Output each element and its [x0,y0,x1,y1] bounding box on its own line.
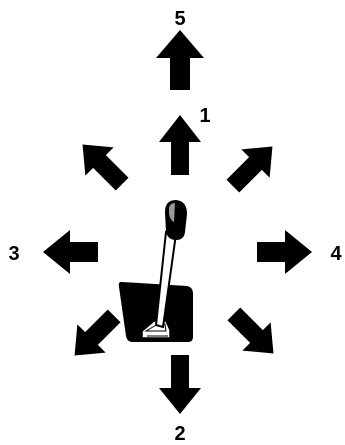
arrow-up-right [226,146,273,193]
label-5: 5 [174,8,185,30]
label-2: 2 [174,423,185,445]
label-1: 1 [199,105,210,127]
label-4: 4 [330,243,342,265]
joystick-base [118,281,193,342]
label-3: 3 [8,243,19,265]
arrow-down-2 [159,355,201,414]
arrow-right-4 [257,230,312,274]
arrow-left-3 [43,230,98,274]
arrow-up-1 [159,115,201,175]
arrow-down-right [227,307,274,354]
arrow-up-5 [156,30,204,90]
arrow-down-left [74,309,121,356]
joystick-lever [154,200,187,329]
arrow-up-left [82,144,129,191]
